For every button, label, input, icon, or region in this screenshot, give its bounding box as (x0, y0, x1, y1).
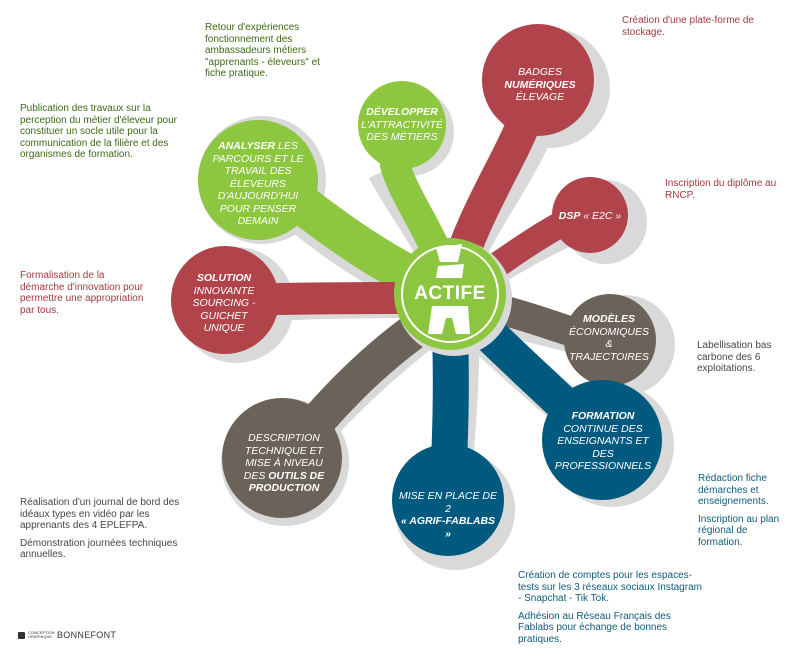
note-solution-line: Formalisation de la démarche d'innovatio… (20, 270, 144, 316)
note-dsp: Inscription du diplôme au RNCP. (665, 178, 795, 201)
node-description-pre: DESCRIPTION TECHNIQUE ET MISE À NIVEAU D… (243, 432, 324, 482)
node-formation: FORMATION CONTINUE DES ENSEIGNANTS ET DE… (553, 410, 653, 473)
node-badges-pre: BADGES (518, 66, 562, 78)
petal-solution-head (171, 246, 279, 354)
node-mise-pre: MISE EN PLACE DE 2 (398, 490, 498, 515)
credit-name: BONNEFONT (57, 630, 117, 640)
note-formation-line-2: Inscription au plan régional de formatio… (698, 513, 780, 548)
note-mise: Création de comptes pour les espaces-tes… (518, 570, 708, 645)
node-modeles: MODÈLES ÉCONOMIQUES & TRAJECTOIRES (569, 313, 649, 363)
note-badges: Création d'une plate-forme de stockage. (622, 15, 772, 38)
note-analyser: Publication des travaux sur la perceptio… (20, 103, 180, 161)
node-description-key: OUTILS DE PRODUCTION (248, 469, 325, 495)
node-badges-post: ÉLEVAGE (515, 91, 565, 103)
note-mise-line-1: Création de comptes pour les espaces-tes… (518, 570, 702, 604)
node-badges: BADGES NUMÉRIQUES ÉLEVAGE (490, 66, 590, 104)
node-formation-key: FORMATION (571, 410, 635, 422)
note-mise-line-2: Adhésion au Réseau Français des Fablabs … (518, 610, 671, 645)
node-badges-key: NUMÉRIQUES (504, 78, 576, 91)
note-description-line-2: Démonstration journées techniques annuel… (20, 537, 178, 561)
node-mise-key: « AGRIF-FABLABS » (400, 515, 496, 540)
node-dsp: DSP « E2C » (550, 210, 630, 223)
note-modeles: Labellisation bas carbone des 6 exploita… (697, 340, 792, 375)
petal-description (222, 302, 448, 518)
petal-mise-head (392, 444, 504, 556)
node-mise: MISE EN PLACE DE 2 « AGRIF-FABLABS » (398, 490, 498, 540)
petal-formation-head (542, 380, 662, 500)
node-solution: SOLUTION INNOVANTE SOURCING - GUICHET UN… (180, 272, 268, 335)
petal-developper-head (358, 81, 446, 169)
note-description: Réalisation d'un journal de bord des idé… (20, 497, 195, 561)
node-description: DESCRIPTION TECHNIQUE ET MISE À NIVEAU D… (236, 432, 332, 495)
node-solution-key: SOLUTION (196, 272, 252, 284)
node-modeles-rest: ÉCONOMIQUES & TRAJECTOIRES (569, 325, 649, 363)
node-formation-rest: CONTINUE DES ENSEIGNANTS ET DES PROFESSI… (554, 422, 652, 473)
node-solution-rest: INNOVANTE SOURCING - GUICHET UNIQUE (192, 284, 256, 335)
actife-figure-part-3 (428, 306, 470, 334)
note-description-line-1: Réalisation d'un journal de bord des idé… (20, 497, 180, 531)
node-modeles-key: MODÈLES (583, 313, 635, 325)
petals (171, 24, 662, 556)
node-analyser: ANALYSER LES PARCOURS ET LE TRAVAIL DES … (212, 140, 304, 228)
petal-modeles-head (564, 294, 656, 386)
actife-figure-part-1 (436, 244, 462, 262)
node-developper-key: DÉVELOPPER (366, 106, 438, 118)
note-solution: Formalisation de la démarche d'innovatio… (20, 270, 145, 316)
note-formation: Rédaction fiche démarches et enseignemen… (698, 473, 793, 548)
credit-small: CONCEPTION graphique (28, 630, 55, 639)
node-developper-rest: L'ATTRACTIVITÉ DES MÉTIERS (361, 118, 443, 144)
note-developper: Retour d'expériences fonctionnement des … (205, 22, 337, 80)
credit-logo-icon (18, 631, 25, 639)
note-formation-line-1: Rédaction fiche démarches et enseignemen… (698, 473, 769, 507)
petal-description-head (222, 398, 342, 518)
note-developper-line: Retour d'expériences fonctionnement des … (205, 22, 320, 79)
petal-dsp-head (552, 177, 628, 253)
note-badges-line: Création d'une plate-forme de stockage. (622, 15, 754, 38)
note-modeles-line: Labellisation bas carbone des 6 exploita… (697, 340, 772, 374)
node-developper: DÉVELOPPER L'ATTRACTIVITÉ DES MÉTIERS (352, 106, 452, 144)
petal-badges-head (482, 24, 594, 136)
actife-figure-icon (428, 244, 470, 334)
note-dsp-line: Inscription du diplôme au RNCP. (665, 178, 777, 201)
note-analyser-line: Publication des travaux sur la perceptio… (20, 103, 178, 160)
node-dsp-rest: « E2C » (583, 210, 622, 222)
design-credit: CONCEPTION graphique BONNEFONT (18, 630, 116, 640)
node-analyser-rest: LES PARCOURS ET LE TRAVAIL DES ÉLEVEURS … (212, 140, 304, 227)
center-title: ACTIFE (414, 283, 486, 304)
node-analyser-key: ANALYSER (218, 140, 276, 152)
actife-figure-part-2 (436, 264, 464, 278)
node-dsp-key: DSP (558, 210, 581, 222)
petal-analyser-head (198, 120, 318, 240)
